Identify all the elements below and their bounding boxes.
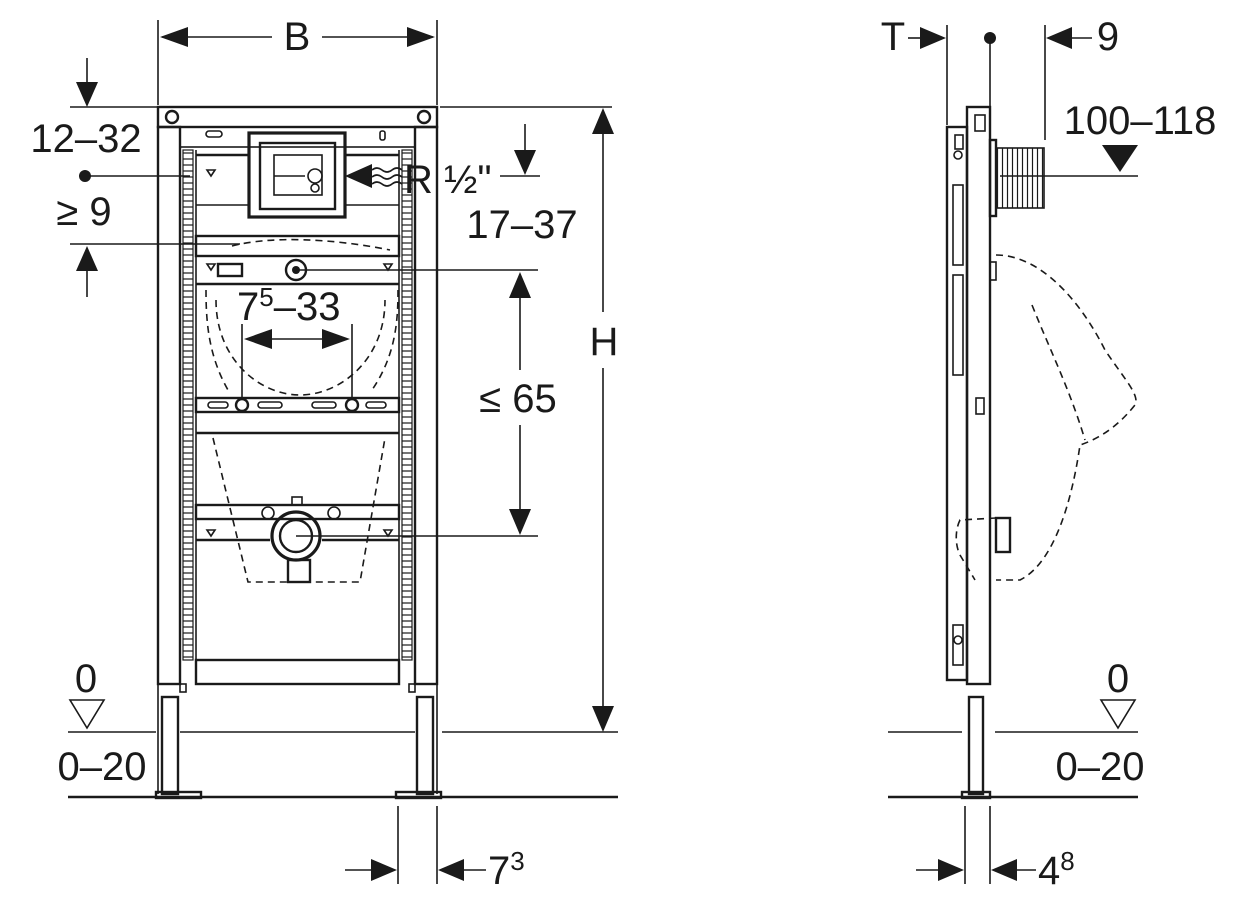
- depth-dimension: T: [881, 15, 948, 125]
- drain-distance-label: ≤ 65: [479, 377, 557, 421]
- side-floor-level-marker: 0 0–20: [1056, 657, 1145, 789]
- offset-label: 9: [1097, 15, 1119, 59]
- thread-label: R ½": [404, 158, 492, 202]
- side-view: T 9 100–118: [881, 15, 1217, 893]
- side-floor-level-label: 0: [1107, 657, 1129, 701]
- floor-level-marker: 0 0–20: [58, 657, 147, 789]
- range-dimension: 100–118: [1000, 99, 1217, 177]
- width-label: B: [284, 15, 311, 59]
- range-label: 100–118: [1064, 99, 1217, 143]
- side-foot-offset-dimension: 48: [916, 806, 1075, 893]
- thread-range-label: 17–37: [466, 203, 577, 247]
- flush-valve-box: [196, 131, 399, 219]
- offset-dimension: 9: [1044, 15, 1119, 140]
- side-offset-label: ≥ 9: [56, 190, 111, 234]
- top-offset-label: 12–32: [30, 117, 141, 161]
- side-floor-range-label: 0–20: [1056, 745, 1145, 789]
- bracket-spacing-label: 75–33: [237, 282, 340, 329]
- drain-outlet: [261, 496, 538, 584]
- height-label: H: [590, 320, 619, 364]
- depth-label: T: [881, 15, 905, 59]
- water-supply-indicator: R ½" 17–37: [345, 124, 578, 247]
- floor-range-label: 0–20: [58, 745, 147, 789]
- height-dimension: H: [440, 106, 619, 732]
- side-foot-offset-label: 48: [1038, 846, 1075, 893]
- top-offset-dimension: 12–32: [30, 58, 158, 161]
- bracket-spacing-dimension: 75–33: [237, 282, 353, 400]
- side-offset-dimension: ≥ 9: [56, 170, 240, 297]
- front-view: B 12–32 ≥ 9: [30, 15, 618, 893]
- width-dimension: B: [157, 15, 438, 105]
- foot-offset-dimension: 73: [345, 806, 525, 893]
- foot-offset-label: 73: [488, 846, 525, 893]
- drain-distance-dimension: ≤ 65: [479, 272, 557, 535]
- floor-level-label: 0: [75, 657, 97, 701]
